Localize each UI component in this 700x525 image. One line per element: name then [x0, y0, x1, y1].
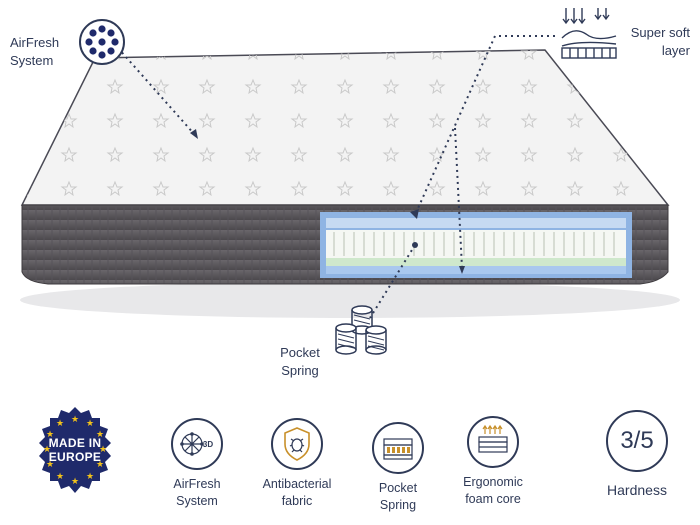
feature-pocket-line2: Spring: [379, 498, 417, 512]
callout-super-soft: Super soft layer: [618, 24, 690, 60]
callout-pocket-line2: Spring: [281, 363, 319, 378]
airfresh-3d-icon: 3D: [171, 418, 223, 470]
callout-airfresh: AirFresh System: [10, 34, 59, 70]
svg-text:★: ★: [46, 430, 54, 440]
feature-pocket-line1: Pocket: [378, 481, 418, 495]
svg-text:★: ★: [56, 472, 64, 482]
svg-text:★: ★: [71, 477, 79, 487]
callout-airfresh-line2: System: [10, 53, 54, 68]
feature-antibacterial-line2: fabric: [281, 494, 313, 508]
cutaway-layers: [320, 212, 632, 278]
antibacterial-shield-icon: [271, 418, 323, 470]
feature-antibacterial-line1: Antibacterial: [262, 477, 332, 491]
feature-pocket-label: Pocket Spring: [353, 480, 443, 514]
pressure-foam-icon: [560, 6, 618, 62]
airfresh-ball-icon: [78, 18, 126, 66]
svg-text:3D: 3D: [203, 440, 213, 449]
feature-airfresh-line2: System: [176, 494, 218, 508]
callout-pocket-line1: Pocket: [280, 345, 320, 360]
feature-ergonomic-label: Ergonomic foam core: [448, 474, 538, 508]
svg-text:★: ★: [96, 430, 104, 440]
ergonomic-foam-icon: [467, 416, 519, 468]
eu-seal-shape: [39, 407, 111, 493]
leader-lines: [117, 35, 555, 319]
svg-text:★: ★: [71, 415, 79, 425]
made-in-line2: EUROPE: [48, 450, 102, 464]
svg-text:★: ★: [86, 472, 94, 482]
made-in-europe-text: MADE IN EUROPE: [30, 405, 120, 495]
coil-springs-icon: [332, 302, 392, 358]
svg-text:★: ★: [56, 419, 64, 429]
feature-ergonomic: Ergonomic foam core: [448, 416, 538, 508]
floor-shadow: [20, 282, 680, 318]
feature-airfresh-line1: AirFresh: [173, 477, 221, 491]
feature-airfresh: 3D AirFresh System: [152, 418, 242, 510]
eu-stars-icon: ★ ★ ★ ★ ★ ★ ★ ★ ★ ★ ★ ★: [43, 415, 107, 487]
feature-ergonomic-line2: foam core: [465, 492, 521, 506]
feature-pocket-spring: Pocket Spring: [353, 422, 443, 514]
hardness-rating: 3/5 Hardness: [592, 410, 682, 498]
callout-pocket-spring: Pocket Spring: [268, 344, 332, 380]
feature-antibacterial: Antibacterial fabric: [252, 418, 342, 510]
feature-airfresh-label: AirFresh System: [152, 476, 242, 510]
hardness-value: 3/5: [606, 410, 668, 472]
svg-text:★: ★: [46, 460, 54, 470]
svg-text:★: ★: [86, 419, 94, 429]
pocket-spring-mattress-icon: [372, 422, 424, 474]
callout-super-soft-line1: Super soft: [630, 25, 690, 40]
made-in-europe-badge: ★ ★ ★ ★ ★ ★ ★ ★ ★ ★ ★ ★ MADE IN EUROPE: [30, 405, 120, 495]
svg-text:★: ★: [99, 445, 107, 455]
made-in-line1: MADE IN: [48, 436, 102, 450]
feature-antibacterial-label: Antibacterial fabric: [252, 476, 342, 510]
svg-text:★: ★: [96, 460, 104, 470]
svg-text:★: ★: [43, 445, 51, 455]
feature-ergonomic-line1: Ergonomic: [463, 475, 523, 489]
callout-super-soft-line2: layer: [661, 43, 690, 58]
hardness-label: Hardness: [607, 482, 667, 498]
callout-airfresh-line1: AirFresh: [10, 35, 60, 50]
